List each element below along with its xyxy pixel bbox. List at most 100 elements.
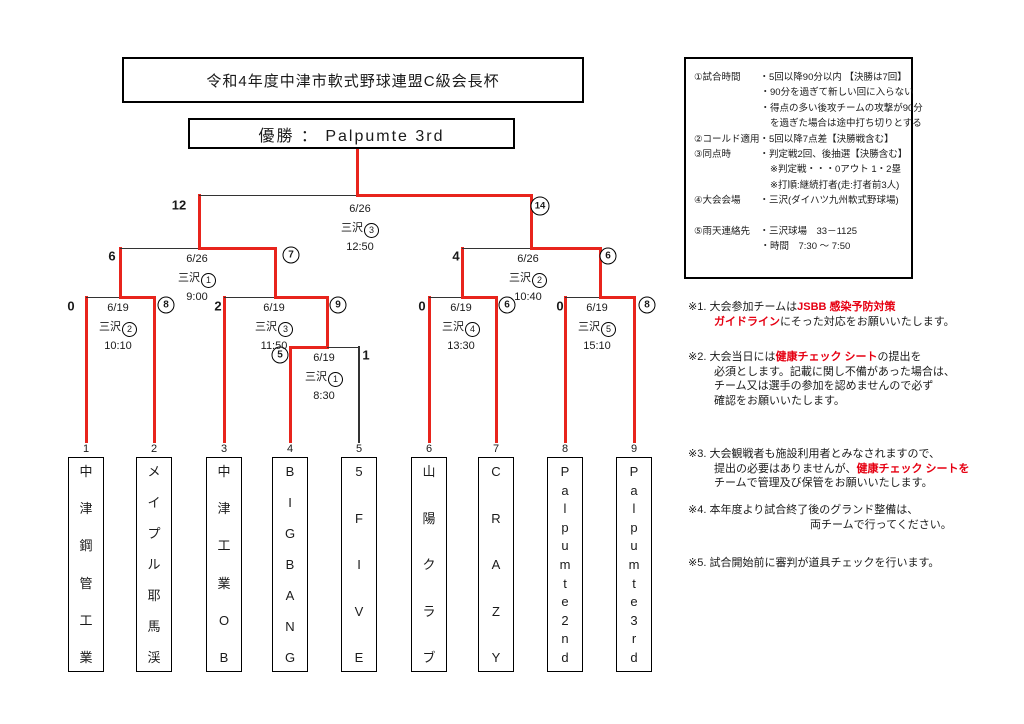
team-name-char: E [354,650,364,665]
note-2-line-1: ※2. 大会当日には健康チェック シートの提出を [688,350,1024,365]
team-name-char: ラ [422,603,436,619]
team-name-char: R [491,510,501,526]
line-sf1-right [197,246,277,250]
line-r1a-right [118,295,156,299]
team-name-char: 工 [217,538,231,554]
team-name-char: ル [147,557,161,572]
team-name-char: 5 [355,464,363,479]
venue-court-circle: 3 [278,322,293,337]
note-text: ※4. 本年度より試合終了後のグランド整備は、 [688,504,919,516]
line-r1b-left [224,296,275,298]
note-2-line-3: チーム又は選手の参加を認めませんので必ず [688,379,1024,394]
champion-label: 優勝 ： Palpumte 3rd [258,127,445,145]
team-name-char: 中 [79,464,93,479]
venue-name: 三沢 [509,272,531,284]
team-seed-8: 8 [561,443,569,455]
team-name-char: e [561,594,569,610]
note-text: ※2. 大会当日には [688,351,776,363]
team-seed-1: 1 [82,443,90,455]
note-4-line-2: 両チームで行ってください。 [688,518,1024,533]
note-red-text: JSBB 感染予防対策 [797,301,896,313]
team-name-char: 3 [630,612,638,628]
team-name-char: Y [491,650,501,665]
team-name-char: t [632,575,636,591]
match-r1-b-right-score: 9 [329,296,347,314]
team-name-char: 陽 [422,510,436,526]
team-name-char: C [491,464,501,479]
team-name-char: d [561,649,569,665]
team-seed-9: 9 [630,443,638,455]
note-1: ※1. 大会参加チームはJSBB 感染予防対策ガイドラインにそった対応をお願いい… [688,300,1024,329]
team-name-char: プ [147,526,161,541]
venue-name: 三沢 [305,371,327,383]
line-final-right [355,193,533,197]
line-champion-rise [355,149,359,197]
match-final-date: 6/26 [349,203,371,215]
match-playin-left-score: 5 [271,346,289,364]
venue-name: 三沢 [255,321,277,333]
team-name-char: G [284,650,296,665]
venue-name: 三沢 [578,321,600,333]
line-team-1 [84,295,88,443]
team-name-char: 渓 [147,650,161,665]
venue-name: 三沢 [341,222,363,234]
team-name-char: V [354,603,364,619]
note-text: ※5. 試合開始前に審判が道具チェックを行います。 [688,557,940,569]
match-sf2-right-score: 6 [599,247,617,265]
rules-line-6: ③同点時 ・判定戦2回、後抽選【決勝含む】 [694,149,908,161]
rules-line-12: ・時間 7:30 ～ 7:50 [694,241,851,253]
team-seed-2: 2 [150,443,158,455]
team-seed-5: 5 [355,443,363,455]
team-name-char: A [491,557,501,572]
team-seed-7: 7 [492,443,500,455]
venue-court-circle: 2 [532,273,547,288]
line-r1c-left [429,296,462,298]
rules-line-11: ⑤雨天連絡先 ・三沢球場 33－1125 [694,226,858,238]
note-2-line-2: 必須とします。記載に関し不備があった場合は、 [688,365,1024,380]
team-name-char: 業 [79,649,93,665]
note-3-line-3: チームで管理及び保管をお願いいたします。 [688,476,1024,491]
team-name-char: P [560,464,570,479]
venue-court-circle: 3 [364,223,379,238]
rules-line-2: ・90分を過ぎて新しい回に入らない [694,87,914,99]
team-name-char: m [628,556,640,572]
match-sf2-time: 10:40 [514,291,542,303]
team-name-char: O [218,612,230,628]
venue-court-circle: 1 [328,372,343,387]
line-team-4 [288,345,292,443]
team-name-char: a [561,482,569,498]
team-seed-4: 4 [286,443,294,455]
match-r1-d-right-score: 8 [638,296,656,314]
team-name-char: メ [147,464,161,479]
line-r1b-rise [273,246,277,299]
match-sf2-left-score: 4 [452,248,460,264]
team-name-char: G [284,526,296,541]
match-sf1-date: 6/26 [186,253,208,265]
line-r1a-rise [118,246,122,299]
match-playin-date: 6/19 [313,352,335,364]
rules-line-3: ・得点の多い後攻チームの攻撃が90分 [694,102,923,114]
line-sf2-right [529,246,602,250]
match-playin-right-score: 1 [362,347,370,363]
team-name-char: B [285,464,295,479]
match-r1-c-date: 6/19 [450,302,472,314]
line-r1b-right [273,295,329,299]
match-final-time: 12:50 [346,241,374,253]
note-1-line-1: ※1. 大会参加チームはJSBB 感染予防対策 [688,300,1024,315]
note-text: ※3. 大会観戦者も施設利用者とみなされますので、 [688,448,941,460]
match-final-left-score: 12 [171,197,187,213]
note-text: 確認をお願いいたします。 [714,394,845,407]
match-r1-d-date: 6/19 [586,302,608,314]
